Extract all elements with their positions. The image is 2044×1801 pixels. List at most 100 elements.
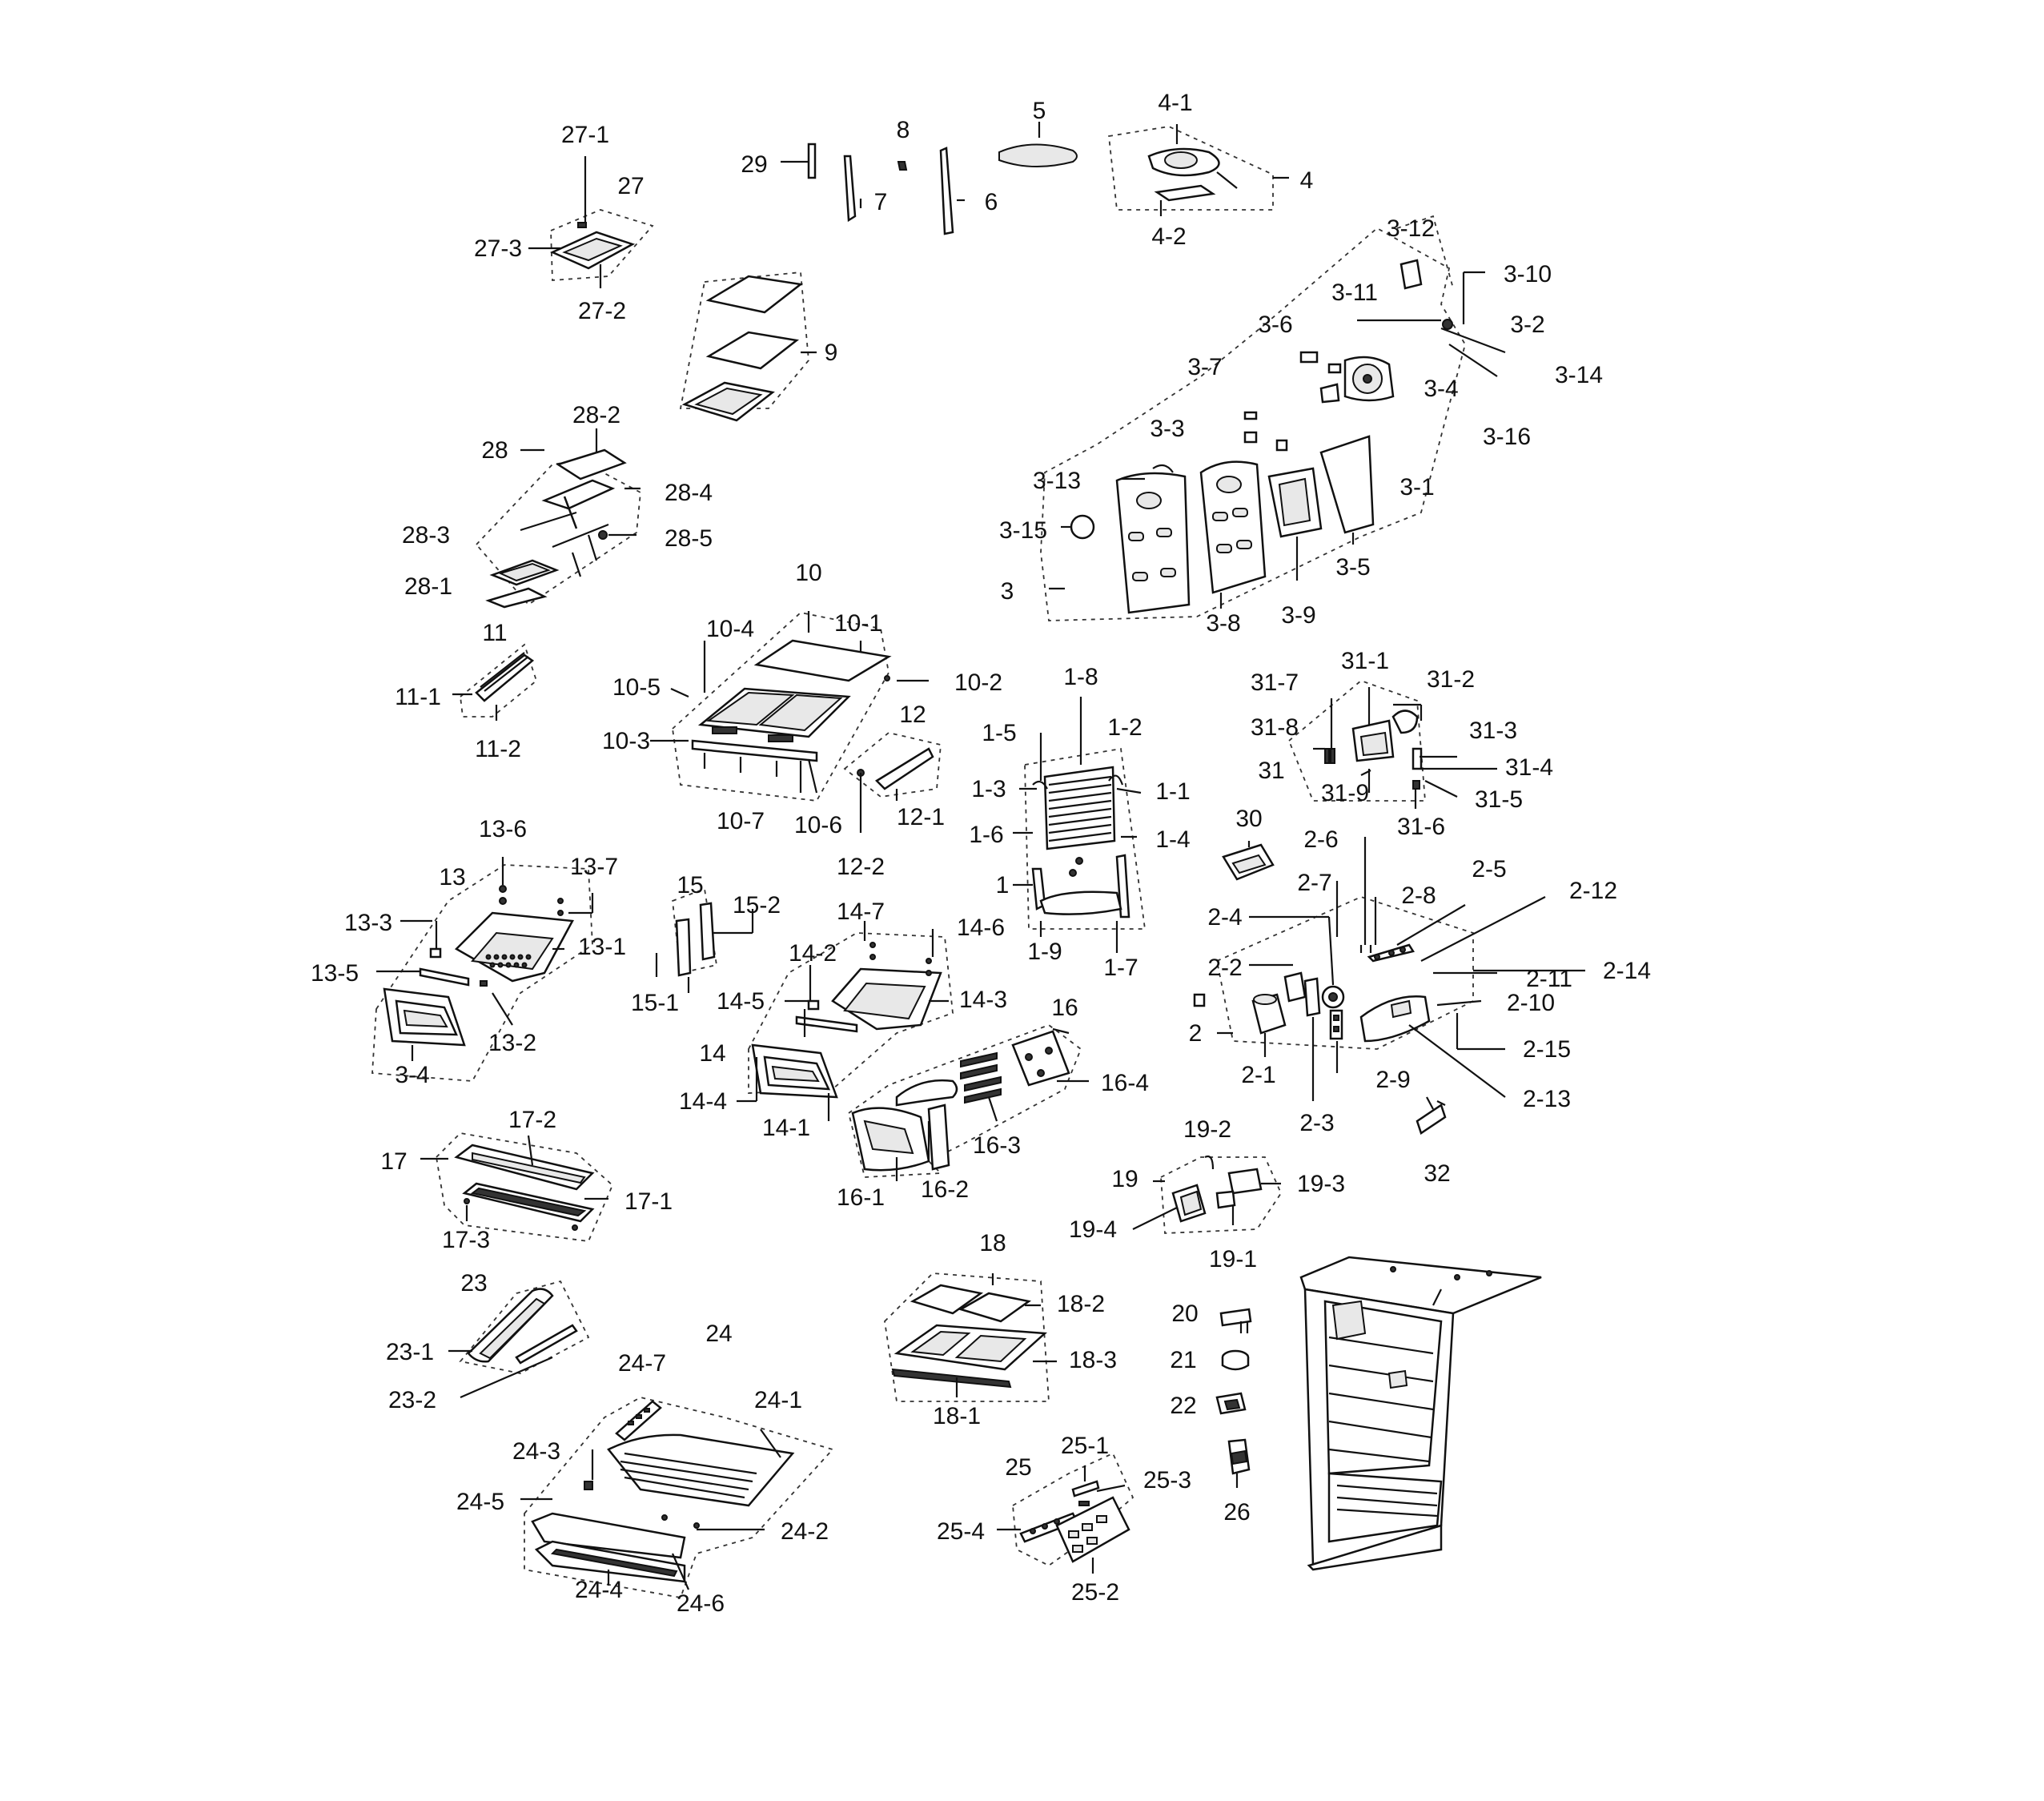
label-1-4: 1-4 xyxy=(1155,826,1190,853)
label-12-1: 12-1 xyxy=(897,804,945,830)
label-7: 7 xyxy=(874,189,888,215)
label-10-5: 10-5 xyxy=(612,674,661,701)
part-group-4 xyxy=(1108,124,1289,216)
label-19-3: 19-3 xyxy=(1297,1171,1345,1197)
label-17-3: 17-3 xyxy=(442,1227,490,1253)
label-3-7: 3-7 xyxy=(1187,354,1222,380)
label-18-1: 18-1 xyxy=(933,1403,981,1429)
part-group-31 xyxy=(1287,679,1497,809)
label-9: 9 xyxy=(825,340,838,366)
part-group-17 xyxy=(420,1132,614,1242)
label-2-8: 2-8 xyxy=(1401,882,1436,909)
label-3-10: 3-10 xyxy=(1504,261,1552,287)
label-14-7: 14-7 xyxy=(837,898,885,925)
label-10-3: 10-3 xyxy=(602,728,650,754)
label-25-2: 25-2 xyxy=(1071,1579,1119,1606)
label-10-4: 10-4 xyxy=(706,616,754,642)
label-28: 28 xyxy=(481,437,508,464)
label-31-5: 31-5 xyxy=(1475,786,1523,813)
label-2-13: 2-13 xyxy=(1523,1086,1571,1112)
label-17: 17 xyxy=(380,1148,407,1175)
label-13: 13 xyxy=(439,864,465,890)
label-15: 15 xyxy=(677,872,703,898)
label-1-3: 1-3 xyxy=(971,776,1006,802)
label-23-1: 23-1 xyxy=(386,1339,434,1365)
label-3-16: 3-16 xyxy=(1483,424,1531,450)
label-24-6: 24-6 xyxy=(677,1590,725,1617)
label-31-8: 31-8 xyxy=(1251,714,1299,741)
label-1-5: 1-5 xyxy=(982,720,1016,746)
label-16-2: 16-2 xyxy=(921,1176,969,1203)
label-5: 5 xyxy=(1033,98,1046,124)
label-2-14: 2-14 xyxy=(1603,958,1651,984)
label-31-3: 31-3 xyxy=(1469,718,1517,744)
label-12-2: 12-2 xyxy=(837,854,885,880)
label-3-5: 3-5 xyxy=(1335,554,1370,581)
label-24-7: 24-7 xyxy=(618,1350,666,1377)
label-27-1: 27-1 xyxy=(561,122,609,148)
label-1: 1 xyxy=(996,872,1010,898)
label-14: 14 xyxy=(699,1040,725,1067)
label-16-4: 16-4 xyxy=(1101,1070,1149,1096)
label-3-3: 3-3 xyxy=(1150,416,1184,442)
label-28-5: 28-5 xyxy=(665,525,713,552)
label-21: 21 xyxy=(1170,1347,1196,1373)
label-2-15: 2-15 xyxy=(1523,1036,1571,1063)
part-group-13 xyxy=(371,857,594,1082)
label-13-2: 13-2 xyxy=(488,1030,536,1056)
part-group-18 xyxy=(884,1272,1057,1402)
part-group-32 xyxy=(1416,1096,1447,1135)
label-3-14: 3-14 xyxy=(1555,362,1603,388)
part-group-19 xyxy=(1132,1155,1283,1234)
label-3-13: 3-13 xyxy=(1033,468,1081,494)
part-group-25 xyxy=(997,1452,1134,1574)
label-14-1: 14-1 xyxy=(762,1115,810,1141)
label-23: 23 xyxy=(460,1270,487,1296)
label-1-8: 1-8 xyxy=(1063,664,1098,690)
part-group-15 xyxy=(655,887,754,993)
label-19-4: 19-4 xyxy=(1069,1216,1117,1243)
label-11: 11 xyxy=(482,620,507,646)
label-17-1: 17-1 xyxy=(624,1188,673,1215)
label-15-2: 15-2 xyxy=(733,892,781,919)
label-24: 24 xyxy=(705,1321,732,1347)
label-31-7: 31-7 xyxy=(1251,669,1299,696)
refrigerator-cabinet xyxy=(1299,1256,1542,1571)
label-1-6: 1-6 xyxy=(969,822,1003,848)
part-group-10 xyxy=(650,611,929,802)
label-2: 2 xyxy=(1189,1020,1203,1047)
label-3-1: 3-1 xyxy=(1399,474,1434,501)
part-group-trims xyxy=(781,122,1078,235)
label-2-12: 2-12 xyxy=(1569,878,1617,904)
label-10-2: 10-2 xyxy=(954,669,1002,696)
label-12: 12 xyxy=(899,702,926,728)
label-2-2: 2-2 xyxy=(1207,955,1242,981)
label-16: 16 xyxy=(1051,995,1078,1021)
label-3-9: 3-9 xyxy=(1281,602,1315,629)
label-31-1: 31-1 xyxy=(1341,648,1389,674)
label-23-2: 23-2 xyxy=(388,1387,436,1413)
label-1-1: 1-1 xyxy=(1155,778,1190,805)
label-18: 18 xyxy=(979,1230,1006,1256)
label-31-4: 31-4 xyxy=(1505,754,1553,781)
label-14-6: 14-6 xyxy=(957,915,1005,941)
label-3-15: 3-15 xyxy=(999,517,1047,544)
label-14-5: 14-5 xyxy=(717,988,765,1015)
part-group-12 xyxy=(843,732,942,833)
label-3: 3 xyxy=(1001,578,1014,605)
part-group-3 xyxy=(1040,215,1506,621)
label-2-7: 2-7 xyxy=(1297,870,1331,896)
label-29: 29 xyxy=(741,151,767,178)
label-17-2: 17-2 xyxy=(508,1107,556,1133)
label-31-6: 31-6 xyxy=(1397,814,1445,840)
part-group-16 xyxy=(847,1023,1089,1181)
label-27: 27 xyxy=(617,173,644,199)
label-18-2: 18-2 xyxy=(1057,1291,1105,1317)
label-19-2: 19-2 xyxy=(1183,1116,1231,1143)
label-32: 32 xyxy=(1424,1160,1450,1187)
label-11-2: 11-2 xyxy=(475,736,521,762)
label-3-12: 3-12 xyxy=(1387,215,1435,242)
label-13-3: 13-3 xyxy=(344,910,392,936)
label-14-4: 14-4 xyxy=(679,1088,727,1115)
